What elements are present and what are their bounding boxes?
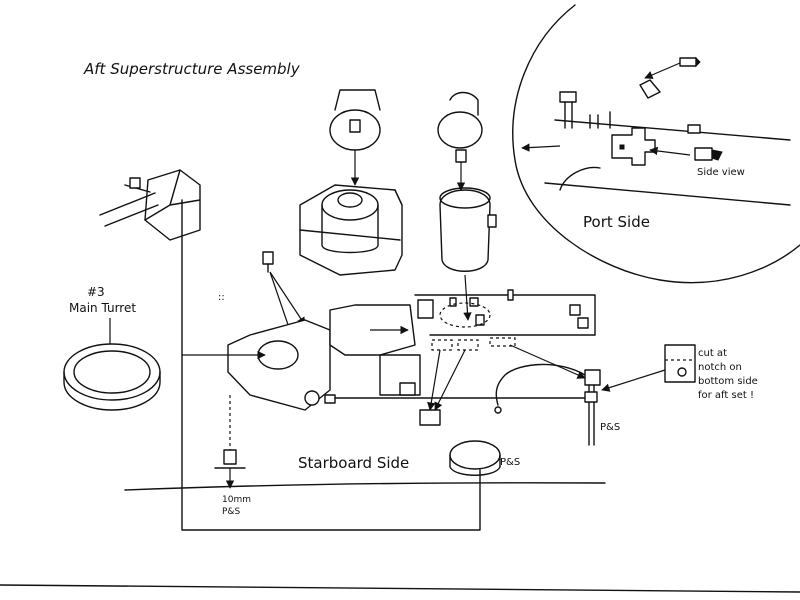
hull-line [124,482,606,491]
svg-text:::: :: [218,292,225,303]
turret-body-part [99,169,481,531]
mast-cap-part [437,91,483,191]
starboard-side-label: Starboard Side [298,454,409,472]
note-line-1: cut at [698,348,727,359]
turret-number-label: #3 [87,285,105,299]
turret-ring-part [63,343,161,401]
funnel-cap-part [329,89,381,186]
port-side-label: Port Side [583,213,650,231]
port-plate-part [611,127,656,166]
diagram-title: Aft Superstructure Assembly [83,60,301,78]
ps-bottom-label: P&S [222,507,240,517]
ps-center-label: P&S [500,457,520,468]
mast-cylinder-part [439,187,497,321]
main-turret-group: #3 Main Turret [63,285,161,411]
side-view-label: Side view [697,167,745,178]
crane-pole-part: P&S cut at notch on bottom side for aft … [584,344,758,446]
superstructure-deck-part [182,304,596,414]
page-edge [0,584,800,593]
funnel-body-part [299,184,403,276]
note-line-2: notch on [698,362,742,373]
round-cap-part [449,440,501,476]
ps-right-label: P&S [600,422,620,433]
port-block-part [559,91,577,103]
ten-mm-pin-part: 10mm P&S [214,395,251,517]
note-line-3: bottom side [698,376,758,387]
turret-name-label: Main Turret [69,301,136,315]
port-side-detail: Side view Port Side [512,4,800,284]
aft-deck-plate-part [414,289,596,426]
note-line-4: for aft set ! [698,390,754,401]
ten-mm-label: 10mm [222,495,251,505]
